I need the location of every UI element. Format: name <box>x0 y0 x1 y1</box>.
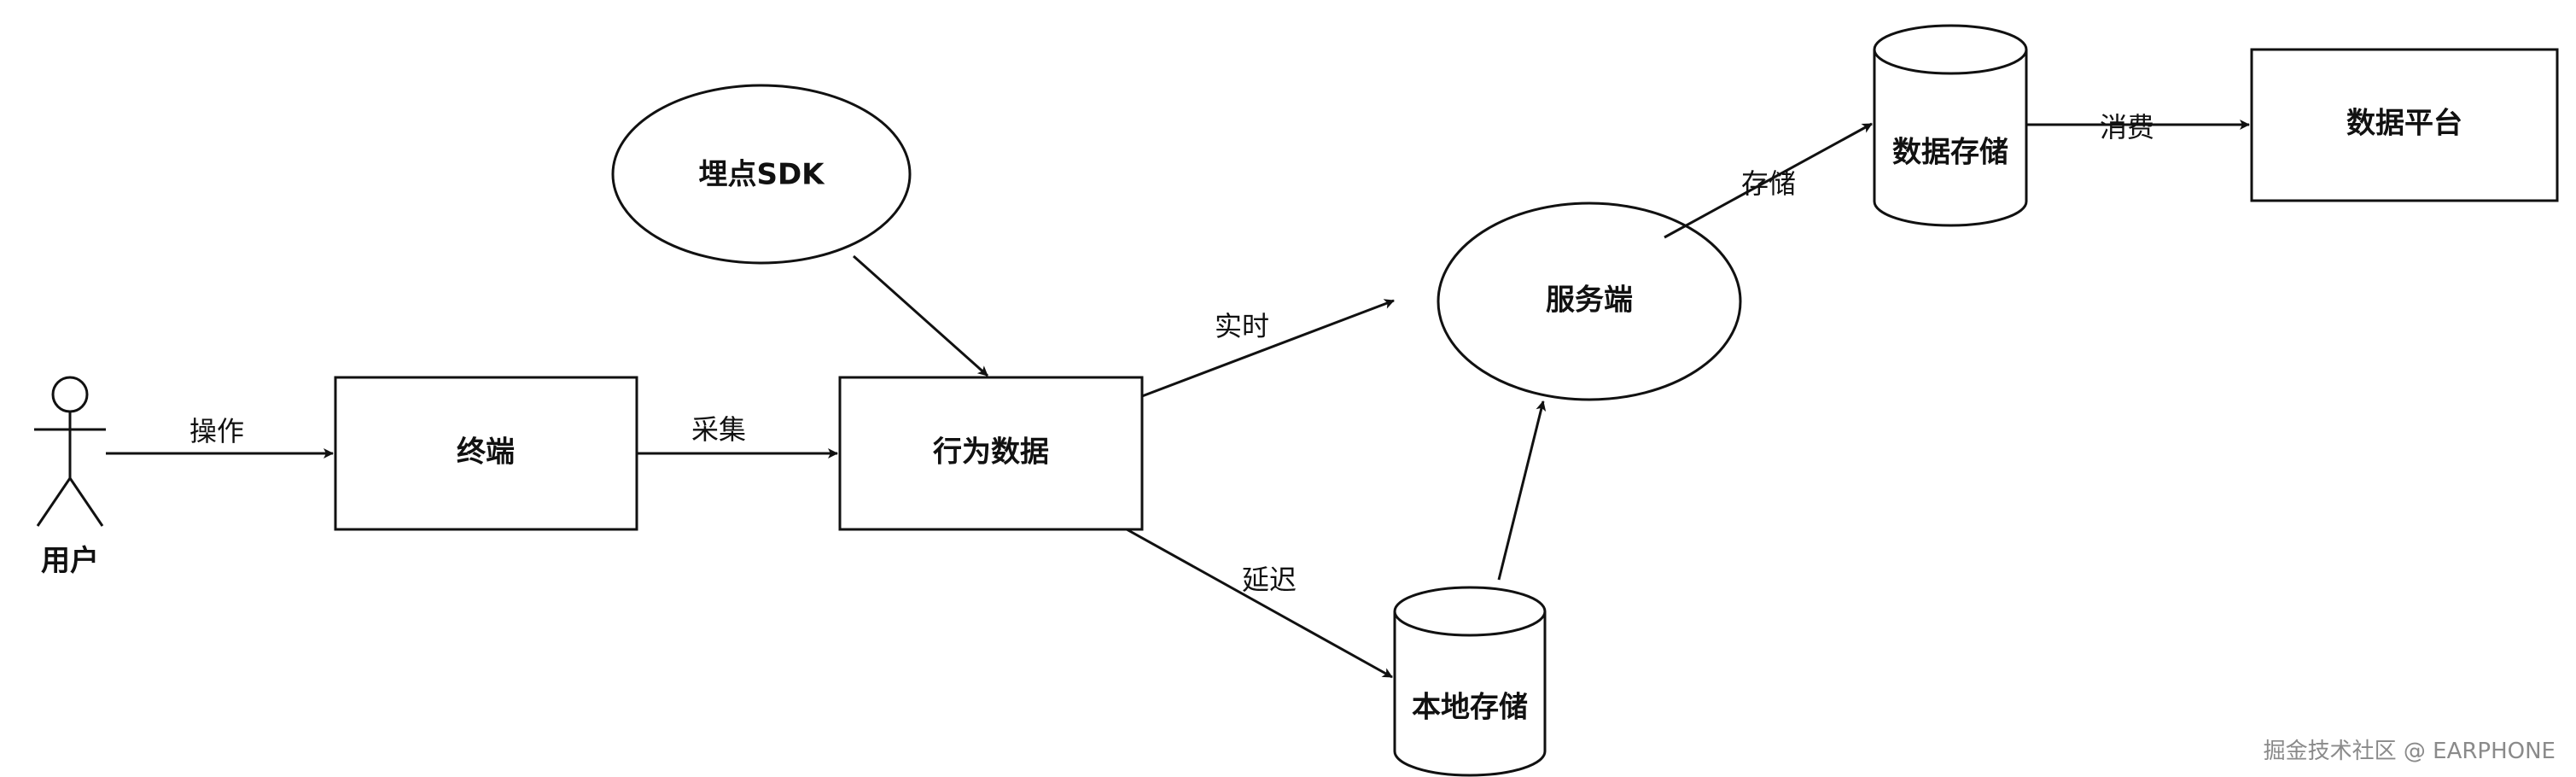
local-storage-cylinder <box>1393 586 1547 777</box>
data-platform-label: 数据平台 <box>2346 107 2462 141</box>
user-actor <box>34 376 106 527</box>
local-storage-label: 本地存储 <box>1412 691 1528 725</box>
edge-delay-label: 延迟 <box>1242 564 1297 596</box>
server-ellipse <box>1437 202 1742 401</box>
edge-store-label: 存储 <box>1741 167 1796 200</box>
data-platform-box <box>2250 48 2559 202</box>
behavior-data-box <box>838 376 1144 531</box>
terminal-box <box>334 376 638 531</box>
watermark-text: 掘金技术社区 @ EARPHONE <box>2263 739 2556 764</box>
data-storage-label: 数据存储 <box>1892 136 2008 170</box>
edge-sdk-to-behavior <box>853 254 988 377</box>
edge-delay <box>1126 528 1393 679</box>
edge-store <box>1664 122 1873 239</box>
data-storage-cylinder <box>1873 24 2028 227</box>
edge-collect-label: 采集 <box>691 413 746 446</box>
edge-realtime <box>1141 299 1395 398</box>
edge-local-to-server <box>1497 400 1547 581</box>
edge-consume-label: 消费 <box>2100 111 2154 143</box>
actor-left-leg <box>36 477 72 527</box>
actor-head <box>51 376 89 413</box>
actor-right-leg <box>68 477 104 527</box>
behavior-data-label: 行为数据 <box>933 435 1049 470</box>
user-label: 用户 <box>41 544 99 578</box>
edge-realtime-label: 实时 <box>1215 310 1269 342</box>
tracking-sdk-ellipse <box>611 84 912 265</box>
edge-operate-label: 操作 <box>189 415 244 447</box>
terminal-label: 终端 <box>457 435 515 470</box>
tracking-sdk-label: 埋点SDK <box>698 158 825 192</box>
server-label: 服务端 <box>1546 283 1633 318</box>
